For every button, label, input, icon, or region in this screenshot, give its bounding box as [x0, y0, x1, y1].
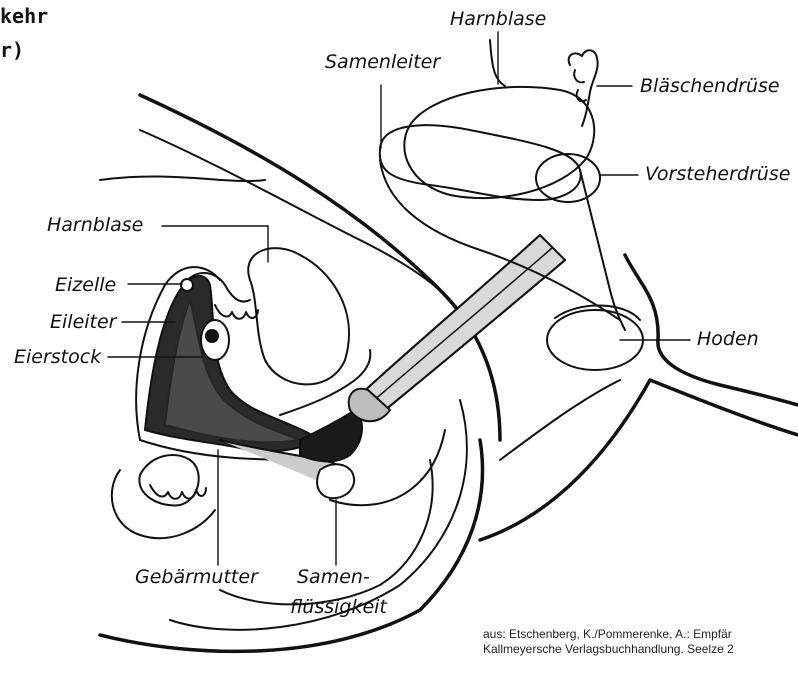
female-abdomen-outline — [100, 440, 483, 651]
label-samenleiter: Samenleiter — [325, 53, 440, 72]
male-perineum-line — [500, 380, 620, 460]
label-vorsteherdruese: Vorsteherdrüse — [645, 165, 790, 184]
heading-line2: r) — [0, 40, 24, 60]
semen-pool — [317, 464, 354, 498]
label-eierstock: Eierstock — [14, 348, 101, 367]
ovary-follicle — [206, 330, 218, 342]
penis-shaft-fill — [360, 235, 565, 410]
seminal-vesicle — [569, 50, 598, 126]
label-eizelle: Eizelle — [55, 276, 116, 295]
male-leg-outline — [480, 380, 798, 540]
label-harnblase-female: Harnblase — [47, 216, 143, 235]
urethra — [372, 248, 552, 402]
heading-line1: kehr — [0, 6, 48, 26]
label-harnblase-male: Harnblase — [450, 10, 546, 29]
female-bladder — [248, 248, 349, 384]
egg-cell — [181, 279, 193, 291]
male-bladder — [404, 87, 594, 198]
label-blaeschendruese: Bläschendrüse — [640, 77, 780, 96]
label-hoden: Hoden — [697, 330, 759, 349]
label-samenfluessigkeit-line2: flüssigkeit — [290, 598, 387, 617]
label-gebaermutter: Gebärmutter — [135, 568, 258, 587]
source-credit-line1: aus: Etschenberg, K./Pommerenke, A.: Emp… — [483, 628, 732, 642]
label-samenfluessigkeit-line1: Samen- — [297, 568, 370, 587]
label-eileiter: Eileiter — [50, 313, 116, 332]
fimbriae-upper — [215, 305, 258, 319]
vas-deferens — [380, 125, 581, 200]
cervix-dark — [300, 410, 362, 461]
source-credit-line2: Kallmeyersche Verlagsbuchhandlung. Seelz… — [483, 643, 734, 657]
seminal-vesicle-lobes — [574, 70, 586, 101]
prostate — [536, 154, 600, 202]
